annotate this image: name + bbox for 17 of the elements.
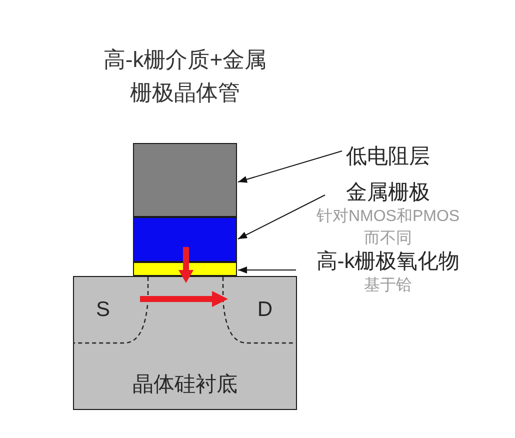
leader-arrow — [238, 150, 342, 184]
region-label: D — [256, 297, 274, 323]
substrate-label: 晶体硅衬底 — [132, 372, 238, 398]
metal-gate-layer — [133, 217, 237, 262]
callout-label: 低电阻层 — [342, 144, 434, 170]
leader-arrow — [238, 266, 296, 274]
callout-label: 高-k栅极氧化物 — [315, 249, 461, 275]
callout-note: 基于铪 — [363, 276, 413, 296]
region-label: S — [94, 297, 111, 323]
leader-arrow — [238, 194, 326, 240]
gate-cap-layer — [133, 143, 237, 217]
callout-note: 针对NMOS和PMOS而不同 — [315, 206, 461, 249]
callout-label: 金属栅极 — [345, 180, 431, 206]
arrow — [180, 247, 192, 283]
diagram-title: 高-k栅介质+金属栅极晶体管 — [102, 46, 268, 107]
gate-oxide-layer — [133, 262, 237, 276]
substrate-block — [73, 276, 297, 410]
